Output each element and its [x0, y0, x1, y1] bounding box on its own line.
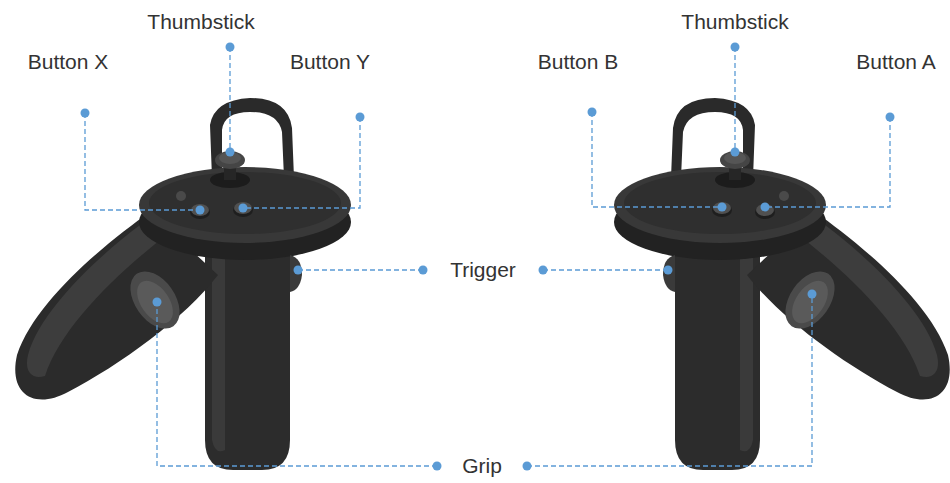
- right-controller: [614, 98, 950, 470]
- part-label: Button B: [538, 49, 619, 74]
- part-label: Button X: [28, 49, 109, 74]
- left-controller: [15, 98, 351, 470]
- part-label: Grip: [462, 453, 502, 478]
- part-label: Button A: [856, 49, 935, 74]
- part-label: Trigger: [450, 257, 516, 282]
- part-label: Button Y: [290, 49, 370, 74]
- part-label: Thumbstick: [147, 9, 254, 34]
- part-label: Thumbstick: [681, 9, 788, 34]
